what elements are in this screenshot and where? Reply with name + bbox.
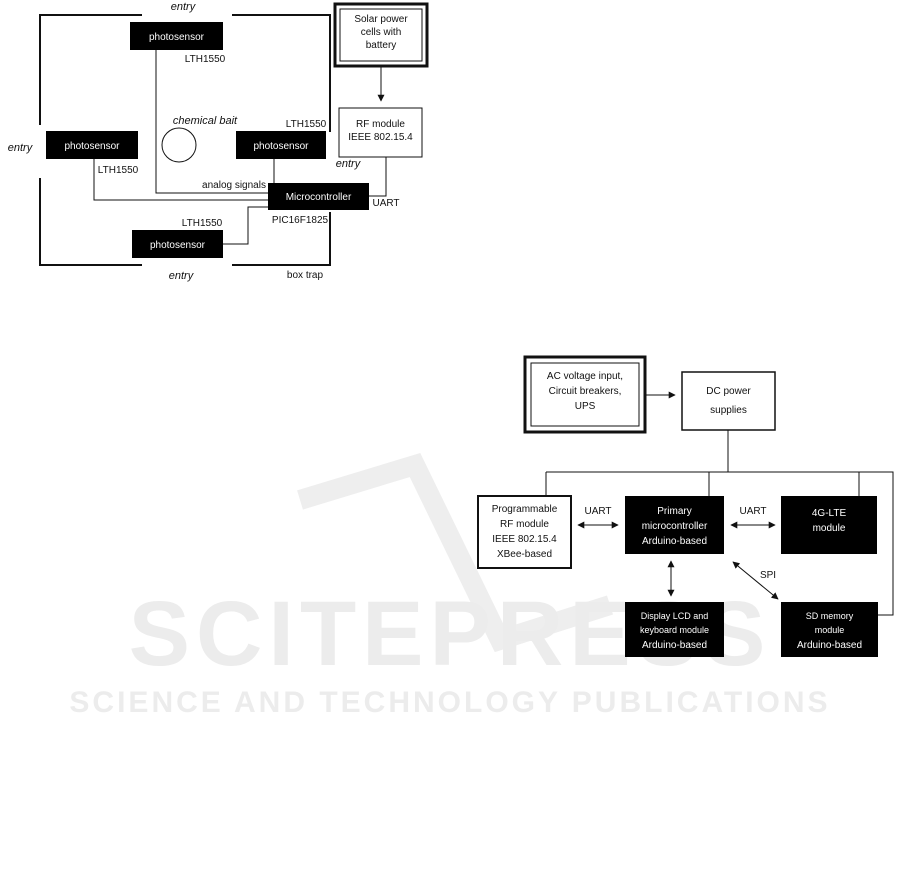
lte-line-1: 4G-LTE xyxy=(812,508,847,519)
photosensor-bottom xyxy=(132,230,223,258)
entry-label-right: entry xyxy=(336,158,362,170)
photosensor-top-label: photosensor xyxy=(149,32,205,43)
rf-module-trap-line-1: RF module xyxy=(356,119,405,130)
chemical-bait-label: chemical bait xyxy=(173,115,238,127)
photosensor-left xyxy=(46,131,138,159)
dc-power-box xyxy=(681,371,776,431)
lte-line-2: module xyxy=(813,523,846,534)
photosensor-right xyxy=(236,131,326,159)
watermark-sub: SCIENCE AND TECHNOLOGY PUBLICATIONS xyxy=(69,686,830,719)
photosensor-top-model: LTH1550 xyxy=(185,54,226,65)
photosensor-bottom-model: LTH1550 xyxy=(182,218,223,229)
trap-wall-bottom-left xyxy=(39,178,142,266)
primary-mcu-line-3: Arduino-based xyxy=(642,536,707,547)
sd-line-3: Arduino-based xyxy=(797,640,862,651)
microcontroller-block xyxy=(268,183,369,210)
programmable-rf-module xyxy=(477,495,572,569)
photosensor-right-model: LTH1550 xyxy=(286,119,327,130)
lte-module-block xyxy=(781,496,877,554)
prog-rf-line-2: RF module xyxy=(500,519,549,530)
display-line-1: Display LCD and xyxy=(641,611,709,621)
photosensor-top xyxy=(130,22,223,50)
prog-rf-line-1: Programmable xyxy=(492,504,558,515)
ac-input-box xyxy=(523,355,647,434)
ac-input-line-1: AC voltage input, xyxy=(547,371,623,382)
photosensor-left-model: LTH1550 xyxy=(98,165,139,176)
trap-diagram: entry entry entry entry photosensor LTH1… xyxy=(8,1,429,282)
wire-bottom-sensor xyxy=(223,206,268,245)
solar-line-2: cells with xyxy=(361,27,402,38)
chemical-bait-circle xyxy=(161,127,197,163)
arrow-mcu-sd xyxy=(732,561,779,600)
solar-line-3: battery xyxy=(366,40,397,51)
display-module-block xyxy=(625,602,724,657)
photosensor-left-label: photosensor xyxy=(64,141,120,152)
entry-label-left: entry xyxy=(8,142,34,154)
wire-left-sensor xyxy=(93,159,268,201)
primary-mcu-block xyxy=(625,496,724,554)
display-line-2: keyboard module xyxy=(640,625,709,635)
photosensor-right-label: photosensor xyxy=(253,141,309,152)
base-station-diagram: AC voltage input, Circuit breakers, UPS … xyxy=(477,355,894,657)
ac-input-line-3: UPS xyxy=(575,401,596,412)
box-trap-label: box trap xyxy=(287,270,324,281)
sd-module-block xyxy=(781,602,878,657)
trap-wall-top-left xyxy=(39,14,142,125)
solar-line-1: Solar power xyxy=(354,14,408,25)
trap-wall-bottom-right xyxy=(232,212,331,266)
entry-label-bottom: entry xyxy=(169,270,195,282)
entry-label-top: entry xyxy=(171,1,197,13)
wire-top-sensor xyxy=(155,50,268,194)
watermark-logo xyxy=(297,452,614,653)
prog-rf-line-3: IEEE 802.15.4 xyxy=(492,534,557,545)
dc-power-line-1: DC power xyxy=(706,386,751,397)
primary-mcu-line-2: microcontroller xyxy=(642,521,708,532)
uart-left-label: UART xyxy=(584,506,611,517)
watermark: SCITEPRESS SCIENCE AND TECHNOLOGY PUBLIC… xyxy=(69,452,830,719)
microcontroller-label: Microcontroller xyxy=(286,192,352,203)
sd-line-1: SD memory xyxy=(806,611,854,621)
trap-wall-top-right xyxy=(232,14,331,132)
rf-module-trap xyxy=(338,107,423,158)
dc-power-line-2: supplies xyxy=(710,405,747,416)
primary-mcu-line-1: Primary xyxy=(657,506,691,517)
ac-input-line-2: Circuit breakers, xyxy=(549,386,622,397)
uart-right-label: UART xyxy=(739,506,766,517)
photosensor-bottom-label: photosensor xyxy=(150,240,206,251)
display-line-3: Arduino-based xyxy=(642,640,707,651)
uart-label-trap: UART xyxy=(372,198,399,209)
microcontroller-model: PIC16F1825 xyxy=(272,215,329,226)
analog-signals-label: analog signals xyxy=(202,180,266,191)
rf-module-trap-line-2: IEEE 802.15.4 xyxy=(348,132,413,143)
sd-line-2: module xyxy=(815,625,845,635)
wire-uart-rf xyxy=(369,157,387,197)
spi-label: SPI xyxy=(760,570,776,581)
prog-rf-line-4: XBee-based xyxy=(497,549,552,560)
power-drop-sd xyxy=(824,471,894,616)
